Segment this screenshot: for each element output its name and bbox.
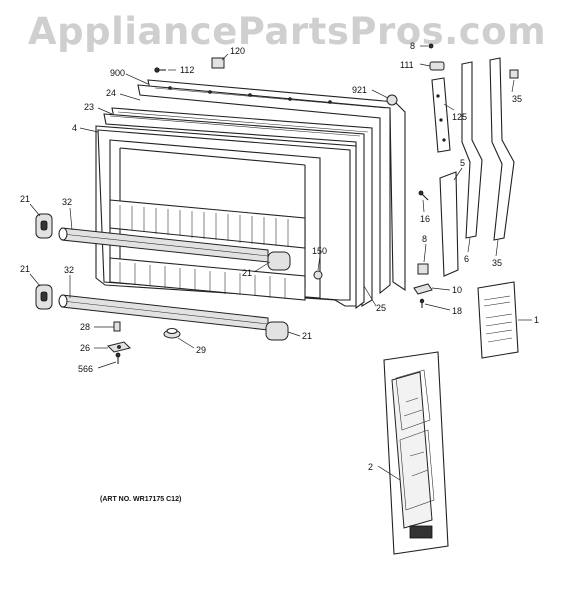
callout-111: 111	[400, 60, 414, 70]
callout-32-upper: 32	[62, 197, 73, 207]
callout-21-lower-left: 21	[20, 264, 31, 274]
bracket-5	[439, 171, 459, 277]
handle-35	[489, 57, 515, 241]
door-insert-2	[383, 351, 449, 555]
callout-28: 28	[80, 322, 91, 332]
callout-5: 5	[460, 158, 466, 168]
callout-6: 6	[464, 254, 470, 264]
callout-2: 2	[368, 462, 374, 472]
gasket-23	[103, 113, 365, 310]
callout-566: 566	[78, 364, 94, 374]
callout-18: 18	[452, 306, 463, 316]
callout-900: 900	[110, 68, 126, 78]
callout-10: 10	[452, 285, 463, 295]
callout-8-lower: 8	[422, 234, 428, 244]
part-8-top	[428, 43, 434, 49]
watermark-logo: AppliancePartsPros.com	[28, 10, 547, 53]
callout-1: 1	[534, 315, 540, 325]
callout-24: 24	[106, 88, 117, 98]
hinge-bracket-111	[429, 61, 445, 71]
part-28	[113, 321, 121, 332]
art-number: (ART NO. WR17175 C12)	[100, 496, 182, 503]
part-8-lower	[417, 263, 429, 275]
end-cap-21-upper-right	[267, 251, 291, 271]
end-cap-21-b	[35, 284, 53, 310]
leader-lines	[29, 45, 532, 481]
callout-150: 150	[312, 246, 328, 256]
callout-4: 4	[72, 123, 78, 133]
bracket-26	[107, 341, 131, 353]
screw-112	[154, 67, 166, 73]
screw-16	[418, 190, 429, 201]
end-cap-21-lower-right	[265, 321, 289, 341]
door-outer-panel	[137, 79, 406, 295]
end-cap-21-a	[35, 213, 53, 239]
callout-35-lower: 35	[492, 258, 503, 268]
callout-32-lower: 32	[64, 265, 75, 275]
plug-29	[163, 327, 181, 339]
hinge-bushing-921	[386, 94, 398, 106]
callout-21-lower-right: 21	[302, 331, 313, 341]
door-cap-120	[211, 57, 225, 69]
screw-566	[115, 352, 121, 364]
callout-25: 25	[376, 303, 387, 313]
handle-6	[461, 61, 483, 239]
trim-strip-125	[431, 77, 451, 153]
hinge-pin-150	[313, 270, 323, 280]
callout-21-upper-left: 21	[20, 194, 31, 204]
part-10	[413, 283, 433, 295]
callout-23: 23	[84, 102, 95, 112]
callout-35-top: 35	[512, 94, 523, 104]
handle-cap-35	[509, 69, 519, 79]
callout-8-top: 8	[410, 41, 416, 51]
callout-26: 26	[80, 343, 91, 353]
callout-16: 16	[420, 214, 431, 224]
callout-112: 112	[180, 65, 195, 75]
callout-921: 921	[352, 85, 368, 95]
shelf-bar-32-lower	[58, 294, 269, 331]
callout-21-upper-right: 21	[242, 268, 253, 278]
callout-125: 125	[452, 112, 468, 122]
callout-29: 29	[196, 345, 207, 355]
screw-18	[419, 298, 425, 308]
owner-manual-1	[477, 281, 519, 359]
callout-120: 120	[230, 46, 246, 56]
